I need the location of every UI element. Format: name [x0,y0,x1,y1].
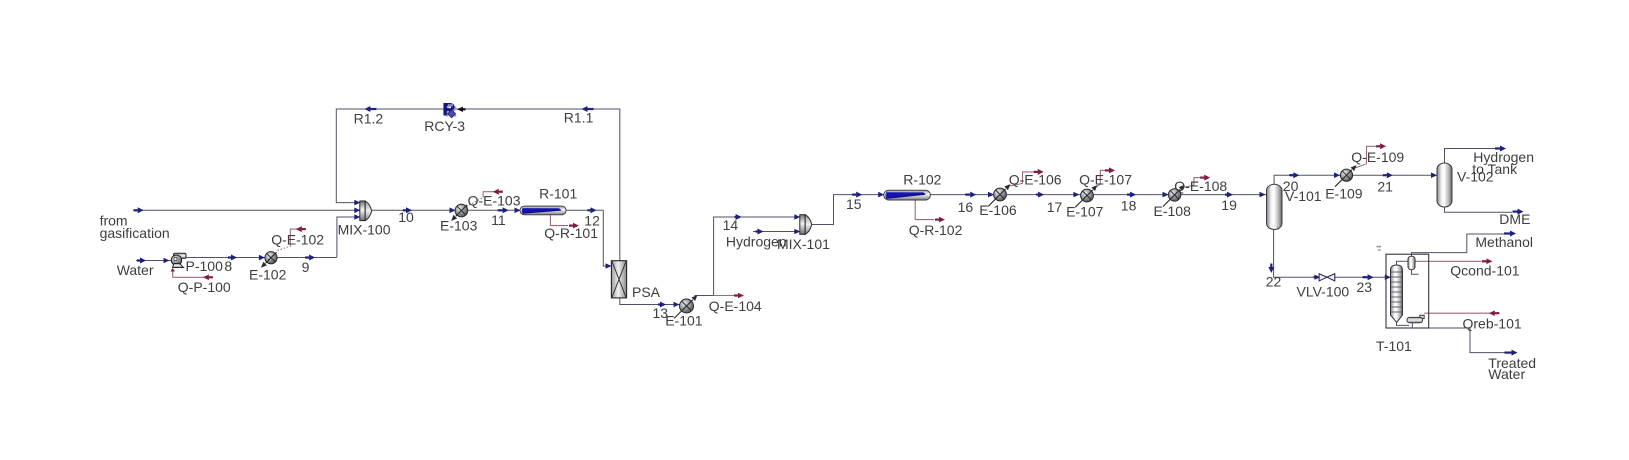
svg-text:Q-E-106: Q-E-106 [1009,172,1062,188]
svg-text:Methanol: Methanol [1475,234,1533,250]
svg-text:Q-E-107: Q-E-107 [1079,172,1132,188]
svg-text:from: from [100,212,128,228]
svg-text:R1.1: R1.1 [564,110,594,126]
svg-text:PSA: PSA [632,284,661,300]
svg-text:9: 9 [302,259,310,275]
svg-text:Q-P-100: Q-P-100 [178,279,231,295]
svg-text:E-108: E-108 [1154,203,1192,219]
svg-text:P-100: P-100 [186,258,224,274]
svg-text:19: 19 [1221,197,1237,213]
svg-text:Q-E-104: Q-E-104 [709,298,762,314]
svg-text:V-101: V-101 [1285,188,1322,204]
svg-text:Hydrogen: Hydrogen [1473,149,1534,165]
svg-text:DME: DME [1499,211,1530,227]
svg-text:E-103: E-103 [440,217,478,233]
svg-text:Qcond-101: Qcond-101 [1450,263,1519,279]
svg-text:Water: Water [117,262,154,278]
svg-text:R-102: R-102 [903,172,941,188]
svg-text:8: 8 [224,258,232,274]
svg-text:E-107: E-107 [1066,204,1104,220]
svg-text:RCY-3: RCY-3 [424,118,465,134]
svg-text:Q-E-102: Q-E-102 [271,232,324,248]
svg-text:15: 15 [846,196,862,212]
svg-text:11: 11 [491,212,506,228]
svg-text:Q-E-109: Q-E-109 [1351,149,1404,165]
svg-text:Qreb-101: Qreb-101 [1463,316,1522,332]
svg-text:R1.2: R1.2 [354,111,384,127]
svg-text:E-109: E-109 [1325,186,1363,202]
svg-text:Water: Water [1488,366,1525,382]
svg-text:E-102: E-102 [249,267,287,283]
svg-text:E-101: E-101 [665,313,703,329]
svg-text:13: 13 [653,305,669,321]
svg-text:20: 20 [1283,178,1299,194]
svg-text:to Tank: to Tank [1472,161,1518,177]
svg-text:gasification: gasification [100,225,170,241]
svg-text:Treated: Treated [1488,355,1536,371]
svg-text:Q-E-108: Q-E-108 [1174,178,1227,194]
svg-text:Q-E-103: Q-E-103 [468,193,521,209]
svg-text:MIX-100: MIX-100 [338,222,391,238]
svg-text:14: 14 [723,217,739,233]
svg-text:V-102: V-102 [1457,169,1494,185]
svg-text:Q-R-102: Q-R-102 [909,222,963,238]
svg-text:10: 10 [398,209,414,225]
svg-text:T-101: T-101 [1376,338,1412,354]
svg-text:16: 16 [958,199,974,215]
svg-text:18: 18 [1121,198,1137,214]
svg-text:R-101: R-101 [539,186,577,202]
svg-text:Q-R-101: Q-R-101 [544,225,598,241]
svg-text:MIX-101: MIX-101 [777,236,830,252]
svg-text:17: 17 [1047,199,1063,215]
svg-text:12: 12 [584,213,600,229]
svg-text:E-106: E-106 [979,202,1017,218]
svg-text:VLV-100: VLV-100 [1297,284,1350,300]
svg-text:22: 22 [1266,274,1282,290]
svg-text:Hydrogen: Hydrogen [726,234,787,250]
svg-text:21: 21 [1377,179,1393,195]
svg-text:23: 23 [1357,279,1373,295]
